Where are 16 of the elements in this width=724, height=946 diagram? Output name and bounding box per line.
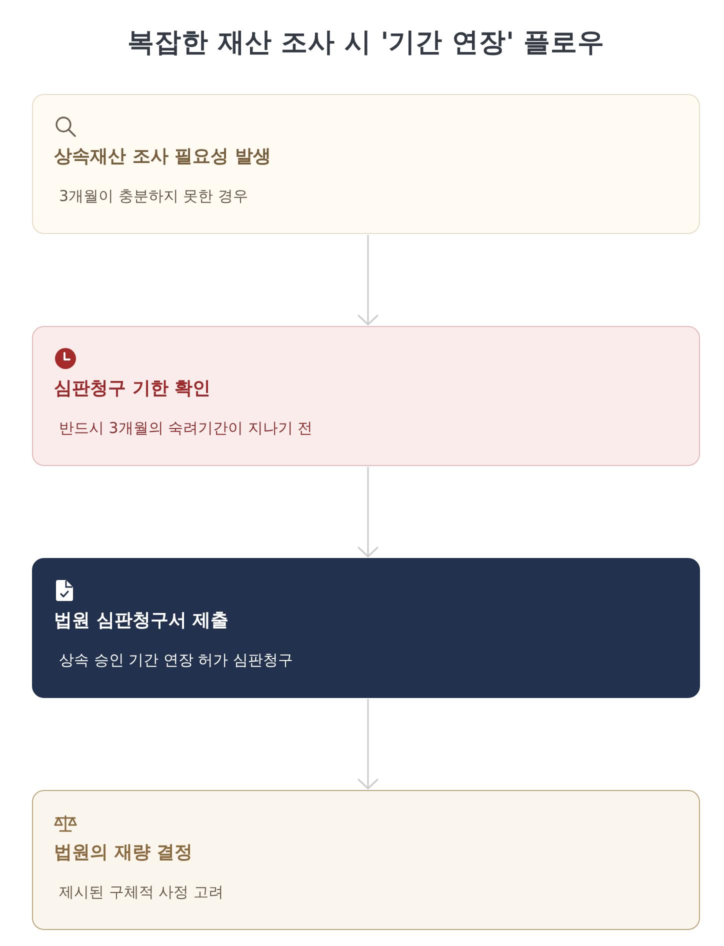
card-description: 상속 승인 기간 연장 허가 심판청구 [59,650,293,671]
card-heading: 법원의 재량 결정 [54,841,193,865]
arrow [358,235,378,326]
card-heading: 법원 심판청구서 제출 [54,609,229,633]
card-description: 반드시 3개월의 숙려기간이 지나기 전 [59,418,313,439]
process-card [32,326,700,466]
card-description: 3개월이 충분하지 못한 경우 [59,186,248,207]
card-description: 제시된 구체적 사정 고려 [59,882,224,903]
title: 복잡한 재산 조사 시 '기간 연장' 플로우 [128,26,604,60]
card-heading: 상속재산 조사 필요성 발생 [54,145,271,169]
process-card [32,790,700,930]
card-heading: 심판청구 기한 확인 [54,377,211,401]
arrow [358,467,378,558]
process-card [32,94,700,234]
arrow [358,699,378,790]
process-card [32,558,700,698]
